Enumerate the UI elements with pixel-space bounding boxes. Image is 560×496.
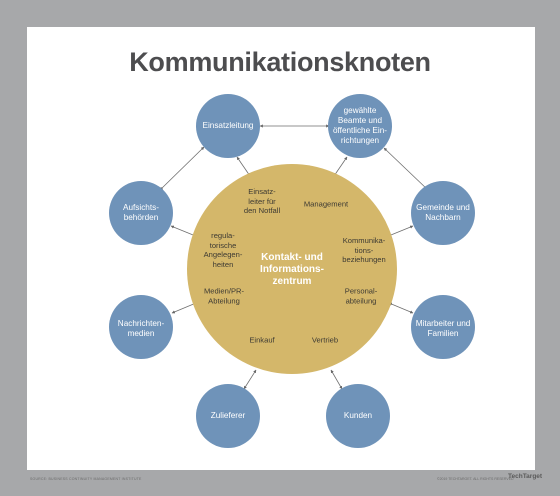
link-beamte-gemeinde [383, 147, 429, 191]
center-item-medien: Medien/PR- Abteilung [203, 286, 245, 306]
center-item-einkauf: Einkauf [249, 335, 275, 345]
footer-source: SOURCE: BUSINESS CONTINUITY MANAGEMENT I… [30, 477, 142, 481]
center-title: Kontakt- und Informations- zentrum [260, 252, 324, 287]
node-beamte [328, 94, 392, 158]
node-einsatzleitung [196, 94, 260, 158]
link-einsatzleitung-aufsicht [159, 146, 205, 191]
node-label-kunden: Kunden [343, 411, 373, 420]
node-nachrichten [109, 295, 173, 359]
node-label-gemeinde: Gemeinde und Nachbarn [416, 203, 470, 222]
center-item-vertrieb: Vertrieb [311, 335, 339, 345]
center-item-management: Management [303, 199, 349, 209]
node-zulieferer [196, 384, 260, 448]
node-mitarbeiter [411, 295, 475, 359]
node-label-zulieferer: Zulieferer [210, 411, 246, 420]
center-item-kommunikation: Kommunika- tions- beziehungen [342, 235, 386, 264]
link-kunden-center [330, 369, 343, 390]
center-item-einsatzleiter: Einsatz- leiter für den Notfall [243, 186, 281, 215]
page-title: Kommunikationsknoten [129, 47, 431, 77]
link-einsatzleitung-center [236, 156, 251, 177]
link-nachrichten-center [171, 302, 197, 314]
node-label-beamte: gewählte Beamte und öffentliche Ein- ric… [332, 106, 387, 145]
node-label-nachrichten: Nachrichten- medien [117, 319, 165, 338]
node-gemeinde [411, 181, 475, 245]
node-kunden [326, 384, 390, 448]
center-item-personal: Personal- abteilung [344, 286, 378, 306]
techtarget-logo: TechTarget [508, 473, 543, 480]
node-label-mitarbeiter: Mitarbeiter und Familien [415, 319, 471, 338]
link-mitarbeiter-center [388, 302, 414, 314]
footer-copyright: ©2019 TECHTARGET. ALL RIGHTS RESERVED [437, 477, 514, 481]
link-beamte-center [333, 156, 348, 177]
node-label-aufsicht: Aufsichts- behörden [123, 203, 159, 222]
node-aufsicht [109, 181, 173, 245]
center-item-regulatorisch: regula- torische Angelegen- heiten [203, 231, 243, 269]
center-circle [187, 164, 397, 374]
node-label-einsatzleitung: Einsatzleitung [202, 121, 254, 130]
link-zulieferer-center [243, 369, 257, 390]
